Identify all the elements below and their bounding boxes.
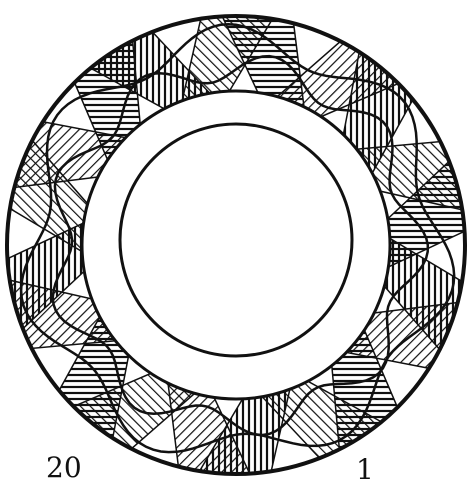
label-1: 1 [356,456,374,484]
inner-core-circle [120,124,352,356]
label-20: 20 [46,454,82,482]
